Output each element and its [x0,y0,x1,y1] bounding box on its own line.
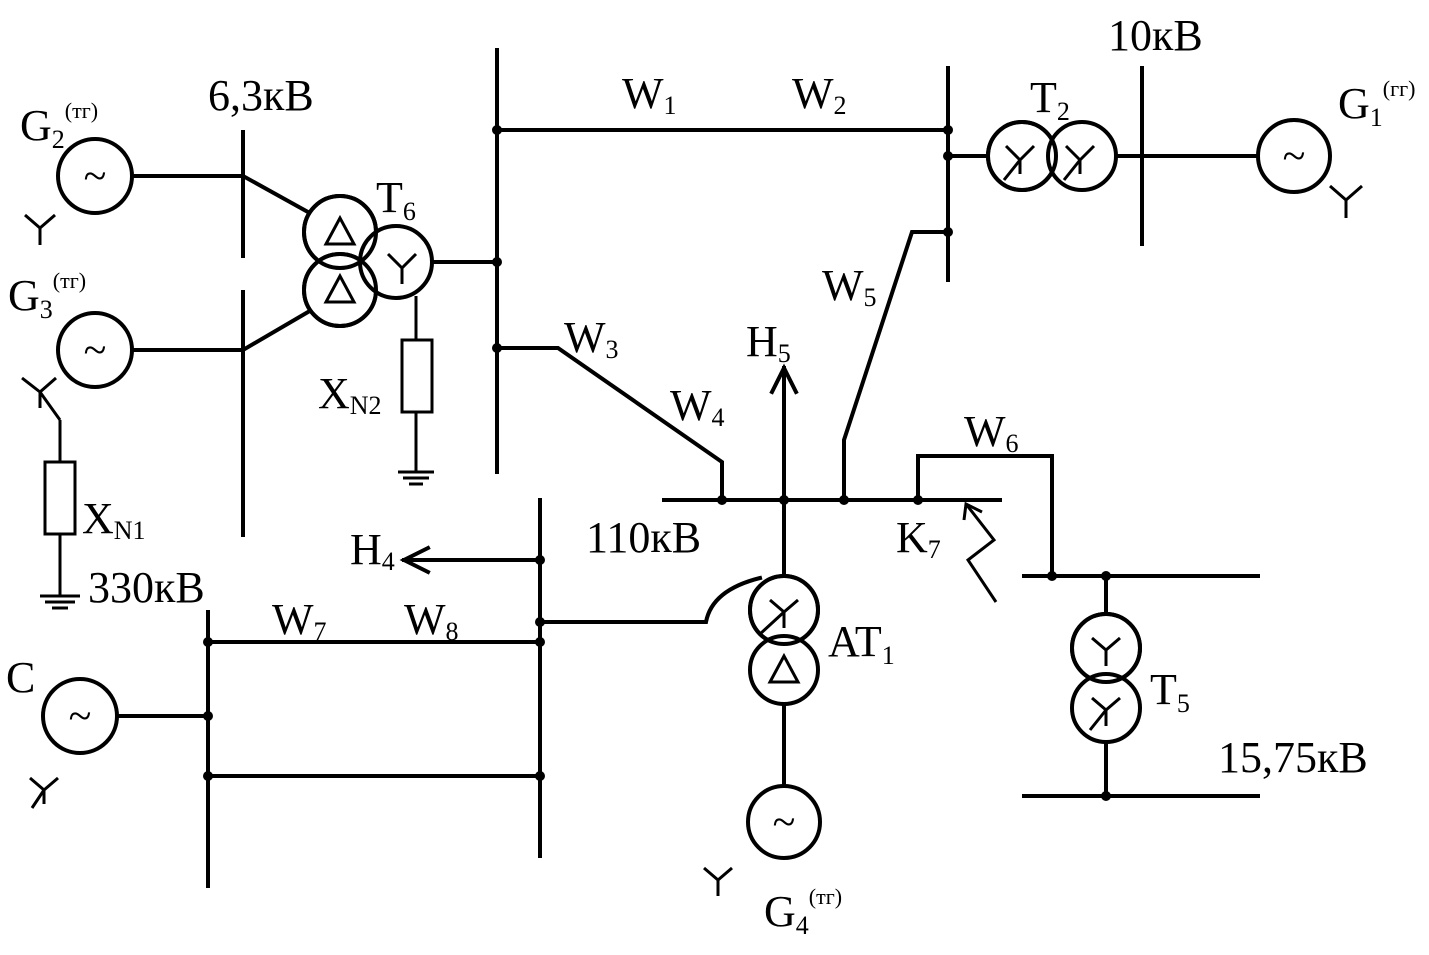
label-at1: AT1 [828,617,895,670]
generator-g4: ~ [703,784,822,896]
generator-g2: ~ [24,137,245,245]
wye-icon [1088,696,1121,731]
ac-icon: ~ [84,328,107,374]
wye-icon [21,376,62,421]
label-k7: K7 [896,513,941,564]
wye-icon [1091,636,1121,666]
ac-icon: ~ [69,694,92,740]
wye-grounding-icon [24,213,56,245]
arrow-left-icon [399,545,431,575]
label-w4: W4 [670,381,725,432]
ac-icon: ~ [773,800,796,846]
label-xn2: XN2 [318,369,382,420]
reactor-xn1 [43,460,77,536]
wye-icon [1002,144,1036,181]
ground-icon [398,470,434,486]
wye-icon [386,252,418,284]
label-w8: W8 [404,595,459,646]
label-w2: W2 [792,69,847,120]
label-h4: H4 [350,525,395,576]
transformer-t5 [1070,574,1142,798]
label-g4: G4(тг) [764,884,842,940]
wye-icon [1329,184,1363,218]
transformer-t6 [240,173,499,486]
label-w1: W1 [622,69,677,120]
ac-icon: ~ [84,154,107,200]
label-t6: T6 [376,173,416,226]
transformer-t2 [946,120,1260,192]
arrow-up-icon [769,363,799,395]
label-10kv: 10кВ [1108,11,1203,60]
label-t5: T5 [1150,665,1190,718]
label-xn1: XN1 [82,494,146,545]
label-w5: W5 [822,261,877,312]
wye-icon [703,866,733,896]
label-h5: H5 [746,317,791,368]
load-h4 [399,545,542,575]
wye-icon [758,598,799,636]
line-w5 [842,230,950,502]
ground-icon [40,594,80,610]
label-15-75kv: 15,75кВ [1218,733,1368,782]
label-w3: W3 [564,313,619,364]
label-w6: W6 [964,407,1019,458]
line-w3-w4 [495,346,724,502]
system-c: ~ [29,677,210,809]
generator-g3: ~ [21,311,245,610]
reactor-xn2 [400,338,434,414]
load-h5 [769,363,799,502]
delta-icon [323,272,357,304]
label-c: C [6,653,35,702]
label-110kv: 110кВ [586,513,701,562]
wye-icon [1062,144,1096,181]
delta-icon [323,214,357,246]
wye-icon [29,776,59,809]
label-6-3kv: 6,3кВ [208,71,314,120]
generator-g1: ~ [1256,118,1363,218]
label-g1: G1(гг) [1338,76,1415,132]
autotransformer-at1 [538,498,820,788]
ac-icon: ~ [1283,134,1306,180]
line-w6 [916,454,1054,578]
label-w7: W7 [272,595,327,646]
delta-icon [767,652,801,684]
label-t2: T2 [1030,73,1070,126]
label-g2: G2(тг) [20,98,98,154]
fault-k7-icon [962,501,998,603]
label-g3: G3(тг) [8,268,86,324]
label-330kv: 330кВ [88,563,205,612]
